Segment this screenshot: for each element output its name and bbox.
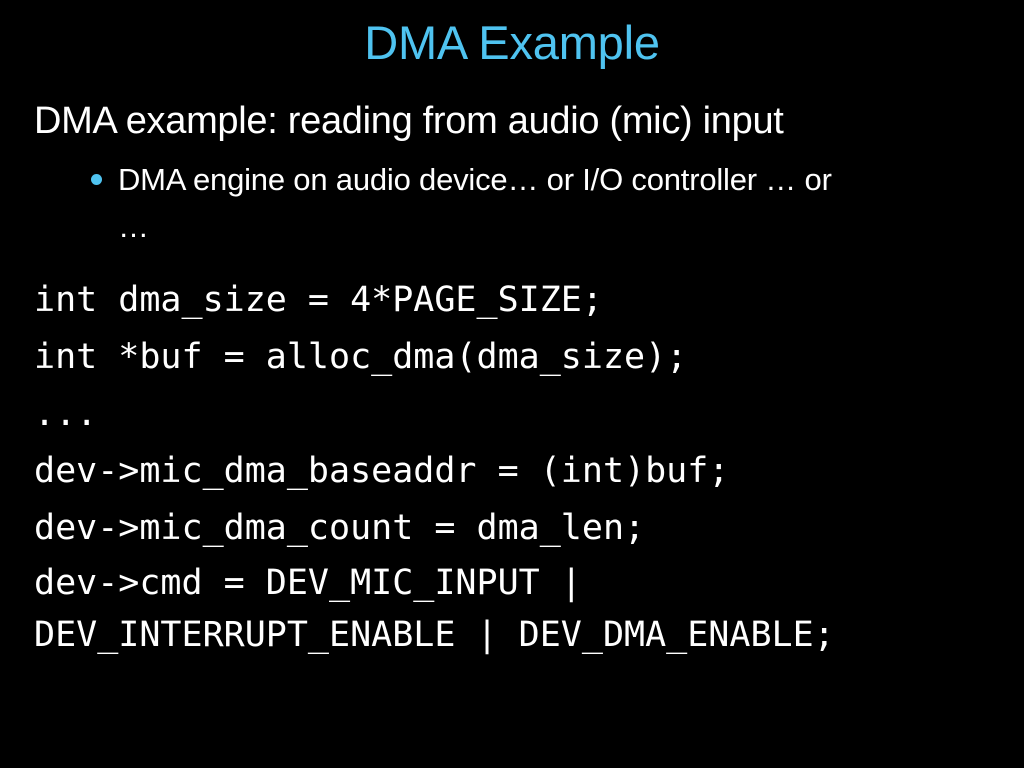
page-title: DMA Example bbox=[364, 16, 660, 69]
slide-body: DMA example: reading from audio (mic) in… bbox=[34, 96, 994, 250]
code-line: dev->mic_dma_count = dma_len; bbox=[34, 508, 646, 548]
bullet-dot-icon bbox=[91, 174, 102, 185]
code-line: dev->mic_dma_baseaddr = (int)buf; bbox=[34, 451, 730, 491]
code-line: DEV_INTERRUPT_ENABLE | DEV_DMA_ENABLE; bbox=[34, 615, 835, 655]
code-block: int dma_size = 4*PAGE_SIZE; int *buf = a… bbox=[34, 272, 1004, 661]
list-item-continuation: … bbox=[118, 209, 149, 244]
code-line: ... bbox=[34, 394, 98, 434]
code-line: dev->cmd = DEV_MIC_INPUT | bbox=[34, 563, 582, 603]
code-line: int dma_size = 4*PAGE_SIZE; bbox=[34, 280, 603, 320]
list-item-label: DMA engine on audio device… or I/O contr… bbox=[118, 162, 832, 197]
code-line: int *buf = alloc_dma(dma_size); bbox=[34, 337, 688, 377]
list-item: DMA engine on audio device… or I/O contr… bbox=[34, 156, 1008, 250]
body-level1-line: DMA example: reading from audio (mic) in… bbox=[34, 100, 784, 142]
